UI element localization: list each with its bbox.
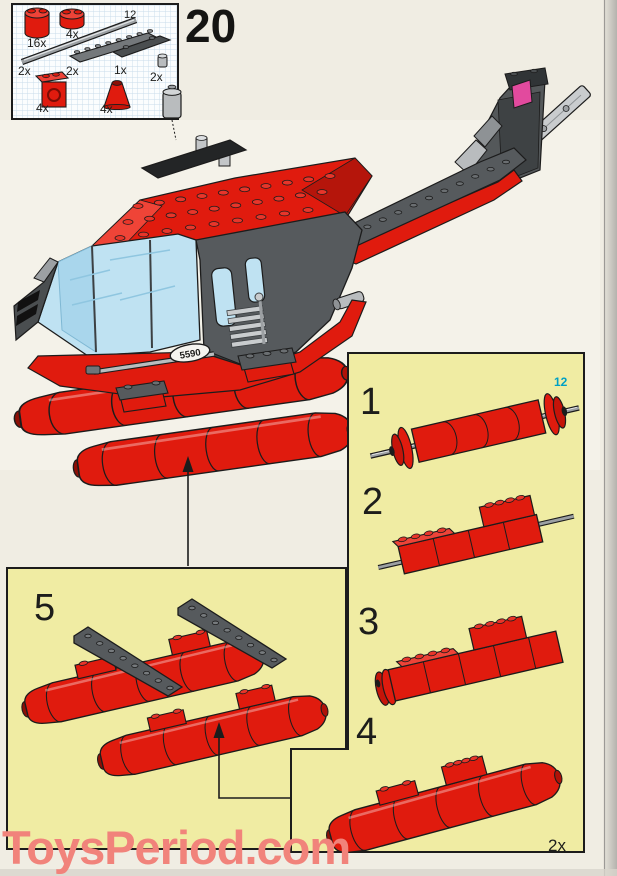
part-count-label: 2x xyxy=(150,70,163,84)
side-window xyxy=(244,257,266,303)
lower-pontoon-bricks xyxy=(146,684,276,733)
substeps-panel-frame xyxy=(290,352,585,853)
part-axle-icon xyxy=(20,16,138,66)
pontoon-connector-rear xyxy=(237,347,297,383)
vent-grille xyxy=(226,305,269,348)
parts-box-frame xyxy=(11,3,179,120)
part-dark-plate-icon xyxy=(111,35,172,58)
fuselage xyxy=(195,211,365,381)
axle-length-label: 12 xyxy=(554,375,568,389)
magenta-decal xyxy=(511,79,533,109)
door-handle xyxy=(258,299,266,345)
part-count-label: 4x xyxy=(36,101,49,115)
placement-guide-line xyxy=(171,119,177,141)
substep1-assembly xyxy=(369,393,580,470)
part-count-label: 16x xyxy=(27,36,46,50)
attach-arrow xyxy=(182,456,194,566)
pontoon-connector-front xyxy=(115,380,169,413)
parts-callout-box: 16x 4x 12 2x 2x 1x xyxy=(11,3,179,120)
rotor-mount xyxy=(140,84,248,179)
sticker-number: 5590 xyxy=(179,347,202,362)
build-quantity-label: 2x xyxy=(548,836,566,855)
helicopter-illustration: 5590 xyxy=(9,67,591,493)
canopy xyxy=(37,233,201,357)
substep-number: 3 xyxy=(358,601,379,643)
scan-bottom-edge xyxy=(0,869,617,876)
substep-number: 4 xyxy=(356,711,377,753)
assembly-panel: 5 xyxy=(6,567,347,850)
step-number: 20 xyxy=(185,0,236,52)
part-count-label: 1x xyxy=(114,63,127,77)
tail-boom xyxy=(339,147,527,265)
substep-number: 5 xyxy=(34,587,55,629)
substep4-bricks xyxy=(375,755,488,806)
part-piston-icon xyxy=(157,53,168,68)
substep-number: 1 xyxy=(360,381,381,423)
tail-fin xyxy=(454,67,549,187)
cross-plate-rear xyxy=(177,598,288,669)
part-round-brick-icon xyxy=(24,7,50,39)
part-cone-icon xyxy=(103,80,131,111)
substep2-assembly xyxy=(377,494,575,575)
model-sticker: 5590 xyxy=(169,343,211,363)
substep-number: 2 xyxy=(362,481,383,523)
part-count-label: 2x xyxy=(66,64,79,78)
nose xyxy=(13,257,59,342)
part-count-label: 4x xyxy=(100,102,113,116)
substeps-panel: 1 12 2 3 xyxy=(290,352,585,861)
part-count-label: 2x xyxy=(18,64,31,78)
part-round-plate-icon xyxy=(59,8,85,30)
substep3-assembly xyxy=(374,615,564,706)
watermark: ToysPeriod.com xyxy=(2,821,350,874)
part-bracket-icon xyxy=(34,71,70,108)
insert-arrow xyxy=(213,722,290,799)
cross-plate-front xyxy=(73,626,184,697)
scan-right-edge xyxy=(604,0,617,876)
part-count-label: 4x xyxy=(66,27,79,41)
